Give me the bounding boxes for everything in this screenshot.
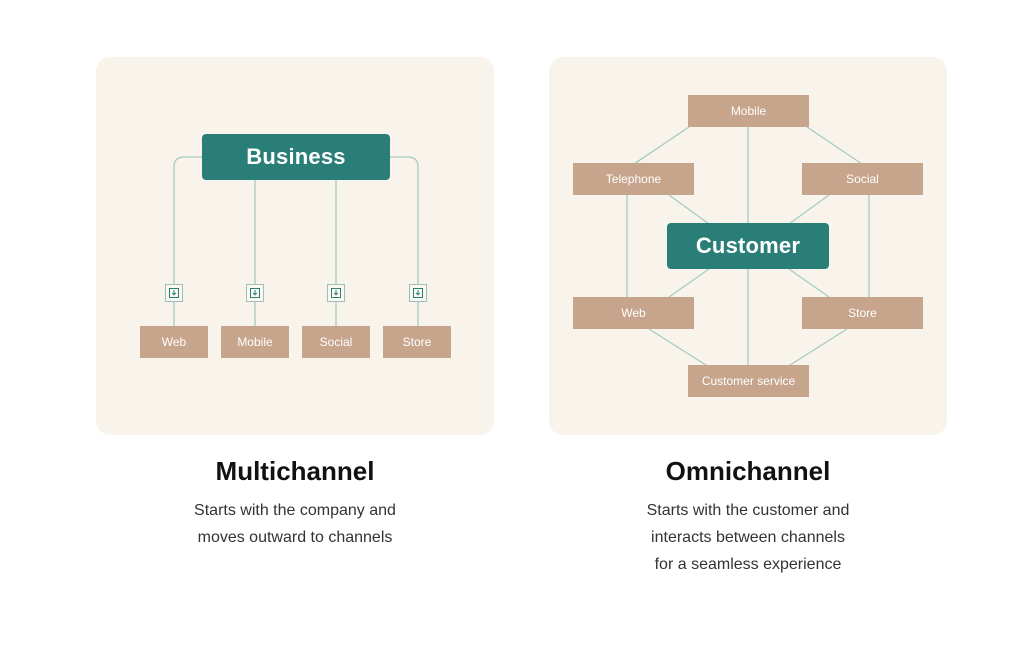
description-line: Starts with the company and <box>194 502 396 519</box>
description-line: moves outward to channels <box>197 529 393 546</box>
business-hub: Business <box>202 134 390 180</box>
description-line: for a seamless experience <box>654 556 842 573</box>
download-icon <box>165 284 183 302</box>
omnichannel-description: Starts with the customer and interacts b… <box>549 497 947 578</box>
multichannel-title: Multichannel <box>215 456 375 486</box>
channel-store: Store <box>383 326 451 358</box>
customer-hub: Customer <box>667 223 829 269</box>
multichannel-description: Starts with the company and moves outwar… <box>96 497 494 551</box>
description-line: Starts with the customer and <box>646 502 850 519</box>
description-line: interacts between channels <box>651 529 845 546</box>
channel-mobile: Mobile <box>688 95 809 127</box>
channel-store: Store <box>802 297 923 329</box>
channel-social: Social <box>302 326 370 358</box>
connector-web <box>173 156 202 284</box>
channel-customer-service: Customer service <box>688 365 809 397</box>
omnichannel-title: Omnichannel <box>665 456 831 486</box>
channel-mobile: Mobile <box>221 326 289 358</box>
multichannel-diagram-panel: Business Web Mobile Social Store <box>96 57 494 435</box>
omnichannel-diagram-panel: Mobile Telephone Social Customer Web Sto… <box>549 57 947 435</box>
download-icon <box>409 284 427 302</box>
channel-web: Web <box>573 297 694 329</box>
multichannel-connectors <box>173 156 419 326</box>
download-icon <box>327 284 345 302</box>
omnichannel-connectors <box>626 126 870 368</box>
connector-store <box>390 156 419 284</box>
channel-web: Web <box>140 326 208 358</box>
channel-telephone: Telephone <box>573 163 694 195</box>
download-icon <box>246 284 264 302</box>
channel-social: Social <box>802 163 923 195</box>
